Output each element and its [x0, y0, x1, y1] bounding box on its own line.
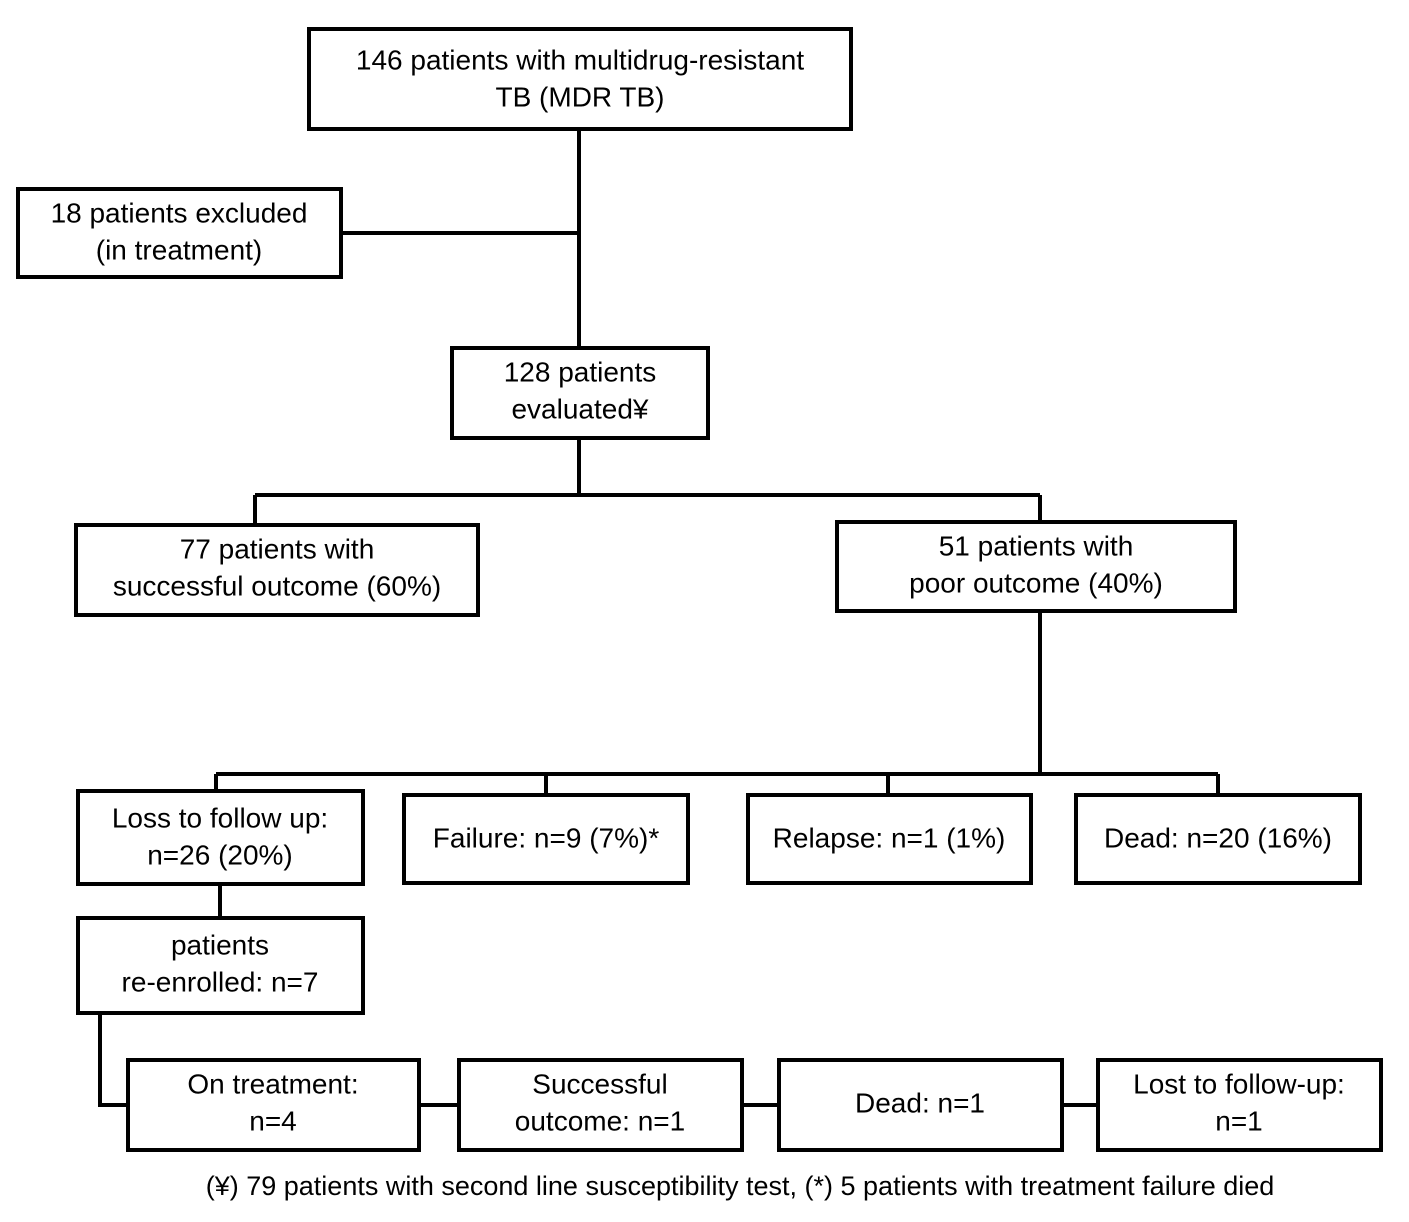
node-re-enrolled[interactable]: patients re-enrolled: n=7: [76, 916, 365, 1015]
node-relapse-line1: Relapse: n=1 (1%): [773, 822, 1006, 853]
node-total-cohort-line1: 146 patients with multidrug-resistant: [356, 44, 804, 75]
node-evaluated[interactable]: 128 patients evaluated¥: [450, 346, 710, 440]
connector-layer: [98, 129, 1220, 1107]
node-successful-outcome-line1: 77 patients with: [180, 533, 375, 564]
node-failure-box[interactable]: [402, 793, 690, 885]
node-relapse-box[interactable]: [746, 793, 1033, 885]
node-dead-main[interactable]: Dead: n=20 (16%): [1074, 793, 1362, 885]
node-poor-outcome-box[interactable]: [835, 520, 1237, 613]
node-relapse[interactable]: Relapse: n=1 (1%): [746, 793, 1033, 885]
node-evaluated-box[interactable]: [450, 346, 710, 440]
node-re-enrolled-line2: re-enrolled: n=7: [122, 966, 319, 997]
node-re-enrolled-box[interactable]: [76, 916, 365, 1015]
node-evaluated-line2: evaluated¥: [511, 393, 648, 424]
node-on-treatment-line2: n=4: [249, 1105, 297, 1136]
node-dead-reenroll[interactable]: Dead: n=1: [777, 1058, 1064, 1152]
node-excluded-line2: (in treatment): [96, 234, 263, 265]
footnote: (¥) 79 patients with second line suscept…: [206, 1171, 1275, 1201]
node-successful-outcome-line2: successful outcome (60%): [113, 570, 441, 601]
node-on-treatment[interactable]: On treatment: n=4: [126, 1058, 421, 1152]
connector-reenrolled-to-bottom-row: [98, 1013, 128, 1107]
node-lost-reenroll[interactable]: Lost to follow-up: n=1: [1096, 1058, 1383, 1152]
node-dead-reenroll-line1: Dead: n=1: [855, 1087, 985, 1118]
node-loss-follow-up-line2: n=26 (20%): [147, 839, 293, 870]
node-excluded-line1: 18 patients excluded: [51, 197, 308, 228]
node-poor-outcome-line2: poor outcome (40%): [909, 567, 1163, 598]
node-total-cohort-line2: TB (MDR TB): [495, 81, 664, 112]
node-loss-follow-up-box[interactable]: [76, 789, 365, 886]
node-re-enrolled-line1: patients: [171, 929, 269, 960]
node-successful-reenroll[interactable]: Successful outcome: n=1: [457, 1058, 744, 1152]
node-loss-follow-up[interactable]: Loss to follow up: n=26 (20%): [76, 789, 365, 886]
node-excluded-box[interactable]: [16, 187, 343, 279]
node-dead-main-box[interactable]: [1074, 793, 1362, 885]
node-poor-outcome-line1: 51 patients with: [939, 530, 1134, 561]
node-evaluated-line1: 128 patients: [504, 356, 657, 387]
node-excluded[interactable]: 18 patients excluded (in treatment): [16, 187, 343, 279]
node-successful-reenroll-line1: Successful: [532, 1068, 667, 1099]
node-total-cohort-box[interactable]: [307, 27, 853, 131]
node-on-treatment-box[interactable]: [126, 1058, 421, 1152]
node-successful-outcome[interactable]: 77 patients with successful outcome (60%…: [74, 523, 480, 617]
node-dead-main-line1: Dead: n=20 (16%): [1104, 822, 1332, 853]
node-on-treatment-line1: On treatment:: [187, 1068, 358, 1099]
node-failure-line1: Failure: n=9 (7%)*: [433, 822, 660, 853]
node-lost-reenroll-line1: Lost to follow-up:: [1133, 1068, 1345, 1099]
node-successful-outcome-box[interactable]: [74, 523, 480, 617]
node-lost-reenroll-box[interactable]: [1096, 1058, 1383, 1152]
node-total-cohort[interactable]: 146 patients with multidrug-resistant TB…: [307, 27, 853, 131]
node-lost-reenroll-line2: n=1: [1215, 1105, 1263, 1136]
node-failure[interactable]: Failure: n=9 (7%)*: [402, 793, 690, 885]
node-dead-reenroll-box[interactable]: [777, 1058, 1064, 1152]
node-successful-reenroll-line2: outcome: n=1: [515, 1105, 685, 1136]
node-loss-follow-up-line1: Loss to follow up:: [112, 802, 328, 833]
node-poor-outcome[interactable]: 51 patients with poor outcome (40%): [835, 520, 1237, 613]
node-successful-reenroll-box[interactable]: [457, 1058, 744, 1152]
